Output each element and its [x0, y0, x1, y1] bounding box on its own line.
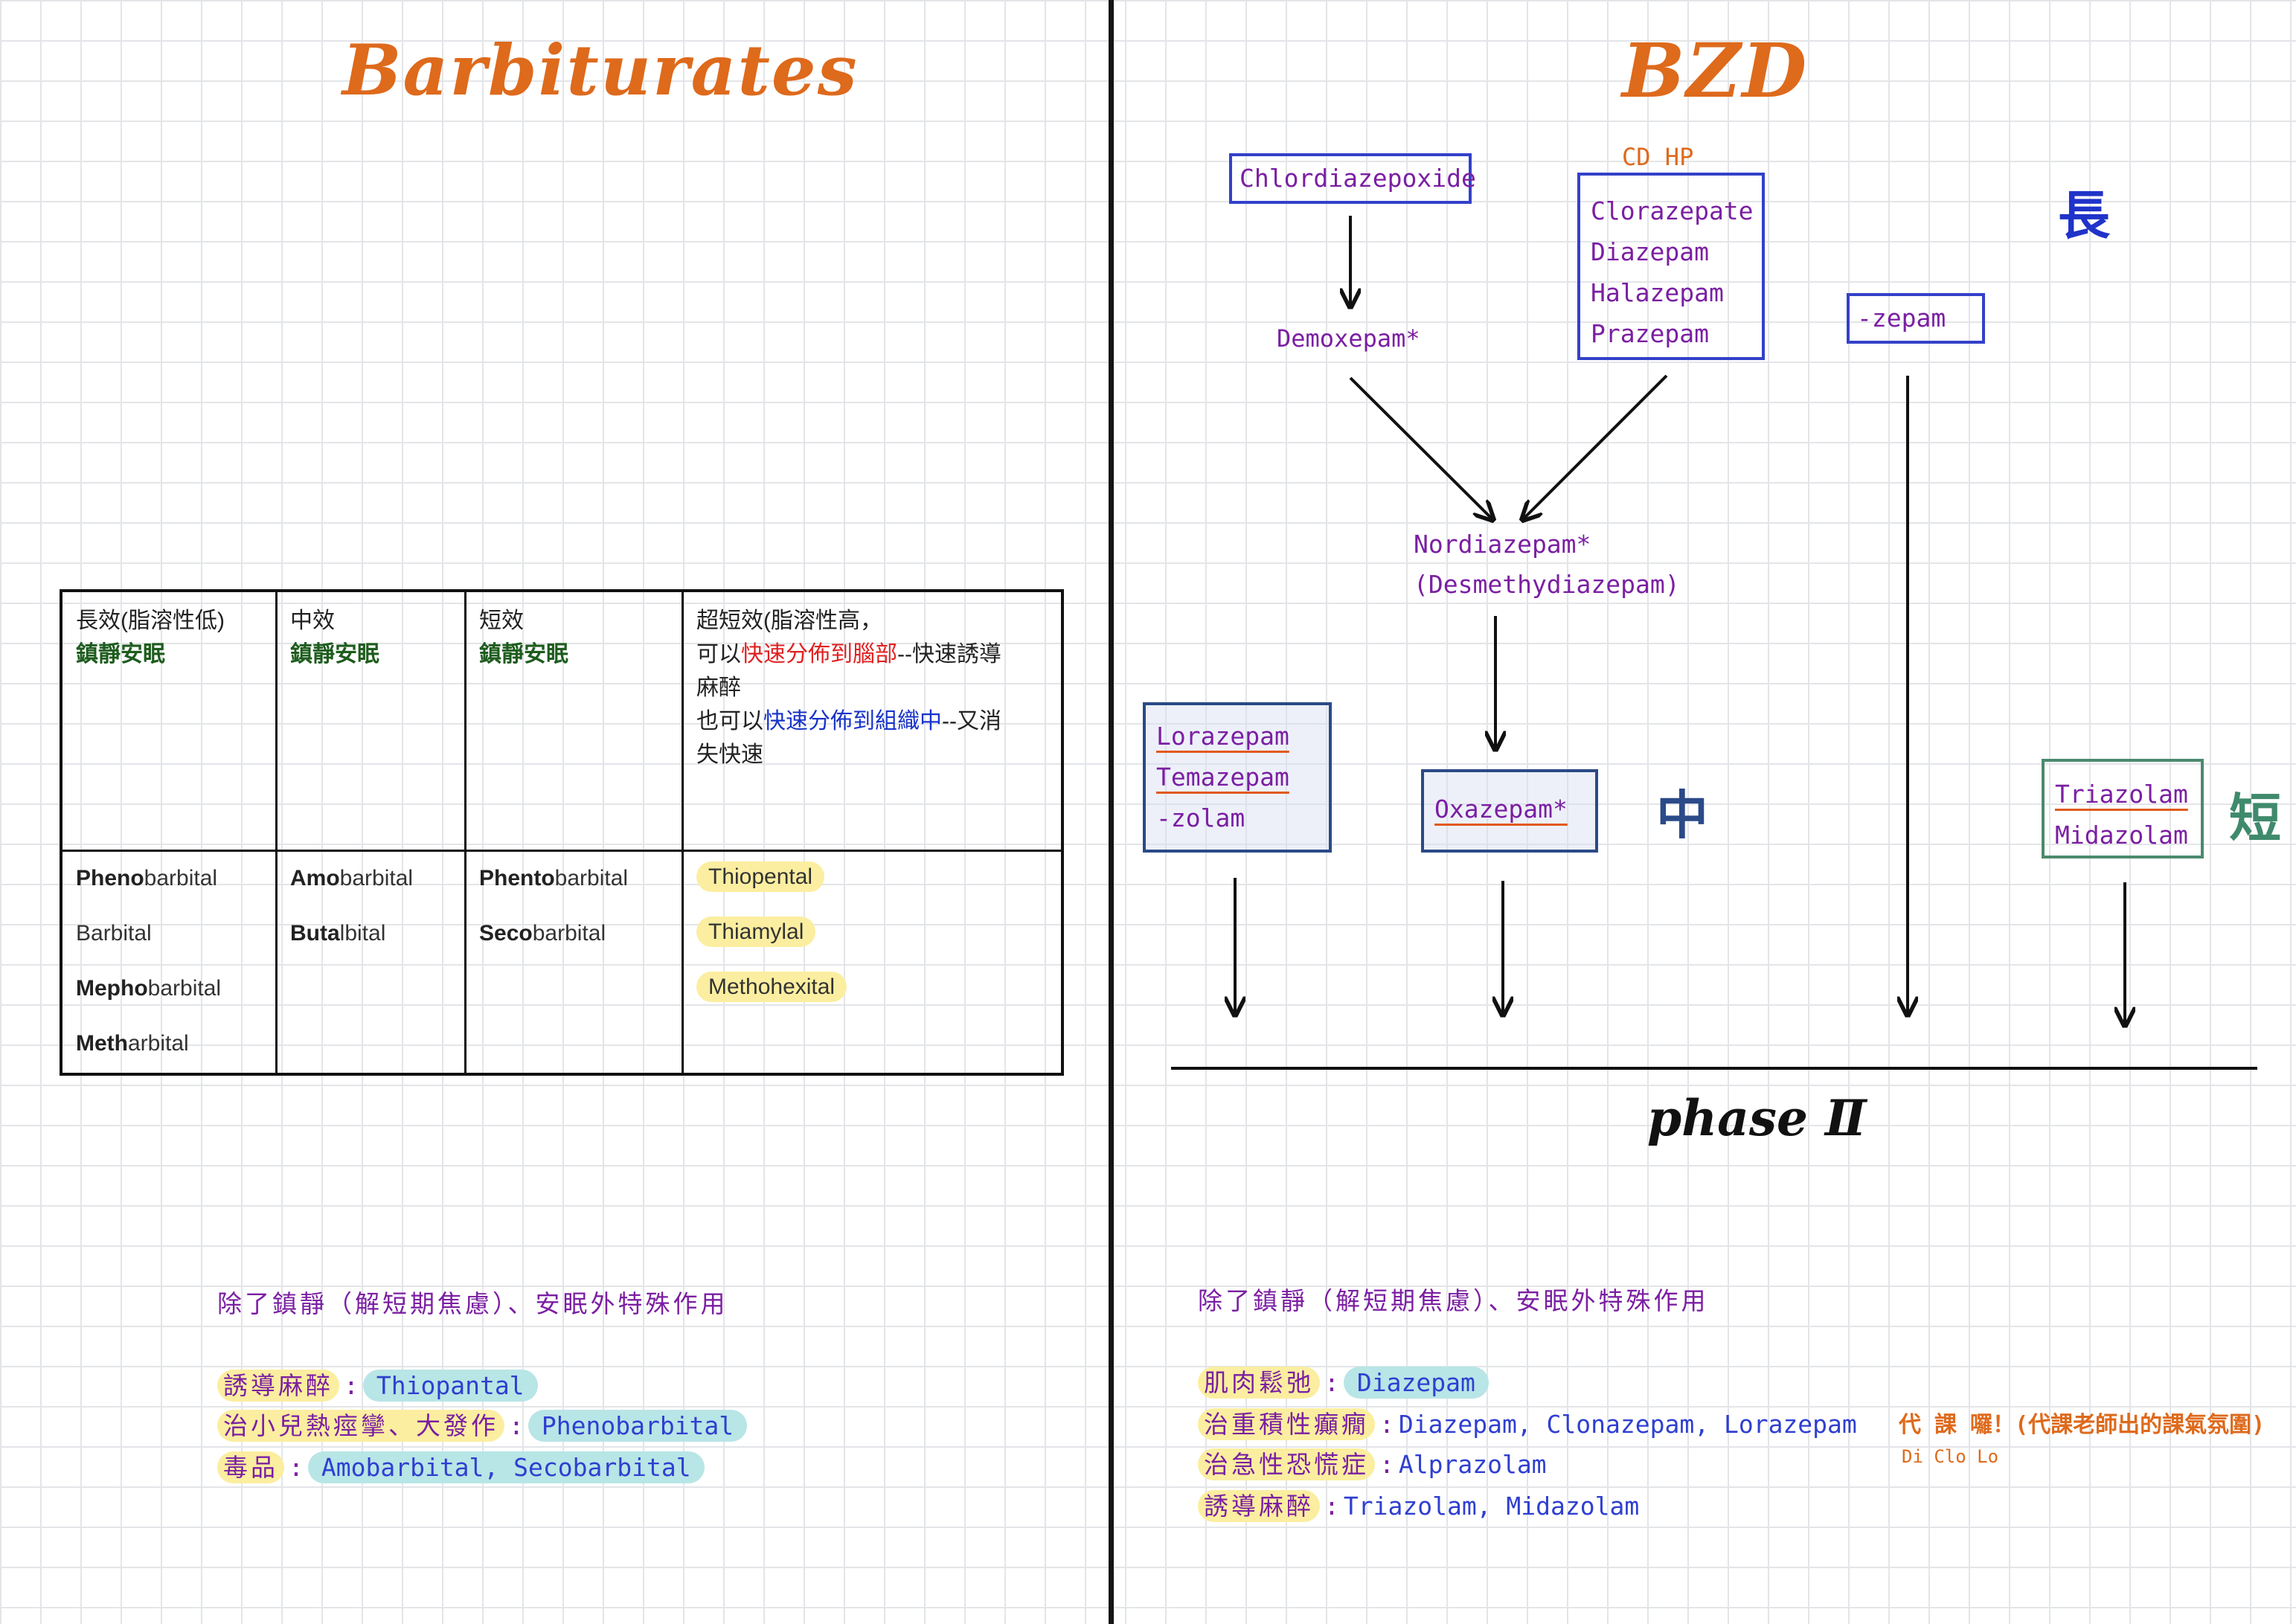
barbiturates-note-row: 治小兒熱痙攣、大發作:Phenobarbital: [217, 1406, 748, 1442]
drug-thiamylal: Thiamylal: [696, 917, 816, 947]
nordiazepam-label: Nordiazepam*: [1414, 530, 1591, 559]
bzd-note-row: 誘導麻醉:Triazolam, Midazolam: [1198, 1486, 1639, 1522]
drug-metharbital: Metharbital: [76, 1031, 189, 1056]
header-ultra-short-acting: 超短效(脂溶性高， 可以快速分佈到腦部--快速誘導 麻醉 也可以快速分佈到組織中…: [696, 609, 1001, 767]
demoxepam-label: Demoxepam*: [1277, 324, 1420, 353]
substitute-teacher-note: 代 課 囉！(代課老師出的課氣氛圍): [1899, 1412, 2265, 1438]
barbiturates-notes-heading: 除了鎮靜（解短期焦慮）、安眠外特殊作用: [217, 1289, 728, 1318]
bzd-note-row: 治重積性癲癇:Diazepam, Clonazepam, Lorazepam: [1198, 1405, 1857, 1440]
drug-barbital: Barbital: [76, 921, 152, 946]
cd-hp-note: CD HP: [1622, 143, 1694, 171]
bzd-title: BZD: [1622, 27, 1809, 115]
long-acting-mark: 長: [2058, 184, 2110, 246]
drug-phentobarbital: Phentobarbital: [479, 866, 629, 890]
chlordiazepoxide-box: Chlordiazepoxide: [1229, 153, 1476, 204]
zepam-box: -zepam: [1847, 293, 1985, 344]
table-header-divider: [62, 850, 1061, 852]
drug-secobarbital: Secobarbital: [479, 921, 606, 946]
header-long-acting: 長效(脂溶性低) 鎮靜安眠: [76, 609, 225, 667]
drug-butalbital: Butalbital: [290, 921, 386, 946]
desmethyldiazepam-label: (Desmethydiazepam): [1414, 570, 1680, 599]
table-col-divider: [275, 592, 278, 1073]
barbiturates-note-row: 毒品:Amobarbital, Secobarbital: [217, 1448, 705, 1483]
header-short-acting: 短效 鎮靜安眠: [479, 609, 568, 667]
phase-two-label: phase Ⅱ: [1647, 1089, 1867, 1147]
page-divider: [1109, 0, 1114, 1624]
header-intermediate-acting: 中效 鎮靜安眠: [290, 609, 379, 667]
barbiturates-table: 長效(脂溶性低) 鎮靜安眠 中效 鎮靜安眠 短效 鎮靜安眠 超短效(脂溶性高， …: [60, 589, 1064, 1076]
barbiturates-title: Barbiturates: [342, 30, 859, 112]
short-acting-mark: 短: [2229, 787, 2281, 849]
lorazepam-group-box: Lorazepam Temazepam -zolam: [1143, 702, 1332, 853]
drug-thiopental: Thiopental: [696, 861, 825, 892]
short-acting-group-box: Triazolam Midazolam: [2042, 759, 2204, 858]
long-acting-group-box: Clorazepate Diazepam Halazepam Prazepam: [1577, 173, 1765, 360]
table-col-divider: [464, 592, 466, 1073]
drug-phenobarbital: Phenobarbital: [76, 866, 218, 890]
table-col-divider: [682, 592, 684, 1073]
bzd-note-row: 肌肉鬆弛:Diazepam: [1198, 1363, 1489, 1399]
drug-methohexital: Methohexital: [696, 972, 847, 1002]
drug-amobarbital: Amobarbital: [290, 866, 414, 890]
intermediate-acting-mark: 中: [1656, 784, 1708, 846]
oxazepam-box: Oxazepam*: [1421, 769, 1598, 853]
substitute-teacher-subnote: Di Clo Lo: [1902, 1446, 1999, 1467]
bzd-note-row: 治急性恐慌症:Alprazolam: [1198, 1445, 1547, 1480]
bzd-notes-heading: 除了鎮靜（解短期焦慮）、安眠外特殊作用: [1198, 1286, 1709, 1315]
drug-mephobarbital: Mephobarbital: [76, 976, 222, 1001]
barbiturates-note-row: 誘導麻醉:Thiopantal: [217, 1366, 538, 1402]
